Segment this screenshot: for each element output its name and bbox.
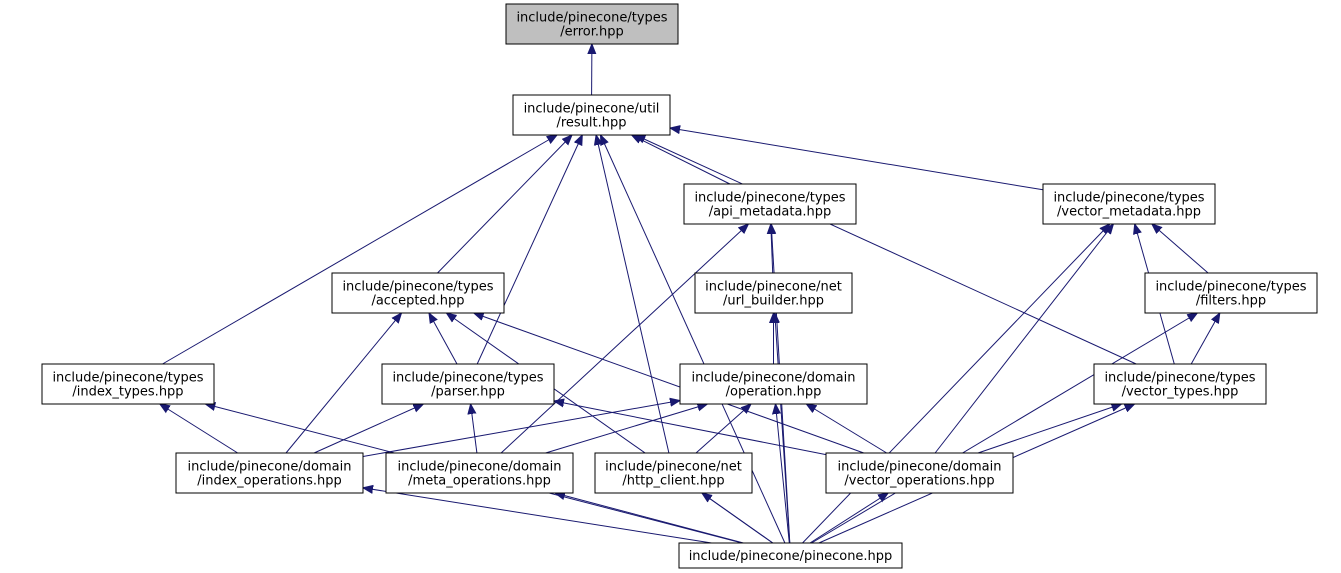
file-nodes: include/pinecone/types/error.hppinclude/… [41, 3, 1318, 569]
edge-http-to-result [596, 135, 670, 454]
node-apimeta-box [683, 183, 857, 225]
node-filters-label-line-1: include/pinecone/types [1155, 280, 1306, 295]
edge-pinecone-to-idxops [363, 488, 712, 544]
node-error-label-line-2: /error.hpp [560, 25, 624, 40]
node-accepted[interactable]: include/pinecone/types/accepted.hpp [331, 272, 505, 314]
node-vectypes[interactable]: include/pinecone/types/vector_types.hpp [1093, 363, 1267, 405]
edge-http-to-op [695, 404, 751, 454]
edge-vecops-to-parser [554, 401, 827, 456]
node-filters[interactable]: include/pinecone/types/filters.hpp [1144, 272, 1318, 314]
edge-vecops-to-vecmeta [934, 224, 1113, 454]
node-parser-label-line-2: /parser.hpp [431, 385, 505, 400]
node-http-label-line-1: include/pinecone/net [605, 460, 742, 475]
node-urlb-label-line-1: include/pinecone/net [705, 280, 842, 295]
node-urlb-box [694, 272, 853, 314]
node-vecmeta[interactable]: include/pinecone/types/vector_metadata.h… [1042, 183, 1216, 225]
edge-metaops-to-apimeta [500, 224, 748, 454]
node-apimeta[interactable]: include/pinecone/types/api_metadata.hpp [683, 183, 857, 225]
node-apimeta-label-line-1: include/pinecone/types [694, 191, 845, 206]
node-op-label-line-1: include/pinecone/domain [692, 371, 856, 386]
edge-pinecone-to-op [776, 404, 790, 544]
edge-apimeta-to-result [632, 135, 731, 185]
node-apimeta-label-line-2: /api_metadata.hpp [709, 205, 832, 220]
node-result-box [512, 94, 671, 136]
node-parser-box [381, 363, 555, 405]
edge-vecops-to-vectypes [977, 404, 1122, 454]
node-filters-box [1144, 272, 1318, 314]
node-pinecone-box [678, 542, 903, 569]
node-result[interactable]: include/pinecone/util/result.hpp [512, 94, 671, 136]
node-pinecone[interactable]: include/pinecone/pinecone.hpp [678, 542, 903, 569]
node-metaops[interactable]: include/pinecone/domain/meta_operations.… [385, 452, 574, 494]
edge-filters-to-vecmeta [1152, 224, 1209, 274]
edge-vecops-to-op [806, 404, 887, 454]
node-op-box [679, 363, 868, 405]
node-vecops-box [825, 452, 1014, 494]
edge-metaops-to-op [545, 404, 708, 454]
node-pinecone-label-line-1: include/pinecone/pinecone.hpp [689, 549, 893, 564]
edge-metaops-to-parser [471, 404, 478, 454]
node-result-label-line-1: include/pinecone/util [524, 102, 660, 117]
node-idxtypes[interactable]: include/pinecone/types/index_types.hpp [41, 363, 215, 405]
node-vectypes-box [1093, 363, 1267, 405]
node-metaops-box [385, 452, 574, 494]
dependency-edges [160, 44, 1220, 544]
node-filters-label-line-2: /filters.hpp [1196, 294, 1266, 309]
edge-idxtypes-to-result [162, 135, 558, 365]
edge-idxops-to-op [362, 401, 680, 457]
node-urlb-label-line-2: /url_builder.hpp [723, 294, 824, 309]
edge-pinecone-to-result [601, 135, 786, 544]
node-accepted-label-line-1: include/pinecone/types [342, 280, 493, 295]
node-vecmeta-label-line-2: /vector_metadata.hpp [1057, 205, 1201, 220]
edge-parser-to-result [476, 135, 582, 365]
node-idxops-label-line-1: include/pinecone/domain [188, 460, 352, 475]
node-vecmeta-label-line-1: include/pinecone/types [1053, 191, 1204, 206]
edge-idxops-to-idxtypes [160, 404, 238, 454]
node-metaops-label-line-2: /meta_operations.hpp [408, 474, 551, 489]
edge-idxops-to-parser [313, 404, 423, 454]
node-idxops-box [175, 452, 364, 494]
node-vecops[interactable]: include/pinecone/domain/vector_operation… [825, 452, 1014, 494]
node-vecops-label-line-2: /vector_operations.hpp [844, 474, 994, 489]
node-accepted-label-line-2: /accepted.hpp [371, 294, 464, 309]
node-idxtypes-label-line-1: include/pinecone/types [52, 371, 203, 386]
edge-vecops-to-accepted [474, 313, 864, 454]
node-error-label-line-1: include/pinecone/types [516, 11, 667, 26]
node-accepted-box [331, 272, 505, 314]
node-metaops-label-line-1: include/pinecone/domain [398, 460, 562, 475]
edge-vecmeta-to-result [670, 128, 1044, 191]
node-vectypes-label-line-1: include/pinecone/types [1104, 371, 1255, 386]
node-idxtypes-label-line-2: /index_types.hpp [72, 385, 183, 400]
node-urlb[interactable]: include/pinecone/net/url_builder.hpp [694, 272, 853, 314]
node-idxtypes-box [41, 363, 215, 405]
node-idxops-label-line-2: /index_operations.hpp [197, 474, 342, 489]
node-parser[interactable]: include/pinecone/types/parser.hpp [381, 363, 555, 405]
edge-vectypes-to-filters [1190, 313, 1220, 365]
edge-pinecone-to-metaops [555, 493, 744, 544]
edge-vectypes-to-result [635, 135, 1137, 365]
node-op-label-line-2: /operation.hpp [726, 385, 822, 400]
edge-pinecone-to-vecops [809, 493, 888, 544]
node-error[interactable]: include/pinecone/types/error.hpp [505, 3, 679, 45]
node-vectypes-label-line-2: /vector_types.hpp [1122, 385, 1239, 400]
node-error-box [505, 3, 679, 45]
node-result-label-line-2: /result.hpp [556, 116, 626, 131]
node-idxops[interactable]: include/pinecone/domain/index_operations… [175, 452, 364, 494]
node-http-label-line-2: /http_client.hpp [622, 474, 724, 489]
node-http-box [594, 452, 753, 494]
edge-pinecone-to-urlb [775, 313, 791, 544]
edge-parser-to-accepted [429, 313, 458, 365]
node-vecops-label-line-1: include/pinecone/domain [838, 460, 1002, 475]
edge-pinecone-to-http [702, 493, 774, 544]
node-parser-label-line-1: include/pinecone/types [392, 371, 543, 386]
node-http[interactable]: include/pinecone/net/http_client.hpp [594, 452, 753, 494]
node-op[interactable]: include/pinecone/domain/operation.hpp [679, 363, 868, 405]
edge-pinecone-to-filters [811, 313, 1198, 544]
node-vecmeta-box [1042, 183, 1216, 225]
edge-accepted-to-result [437, 135, 573, 274]
